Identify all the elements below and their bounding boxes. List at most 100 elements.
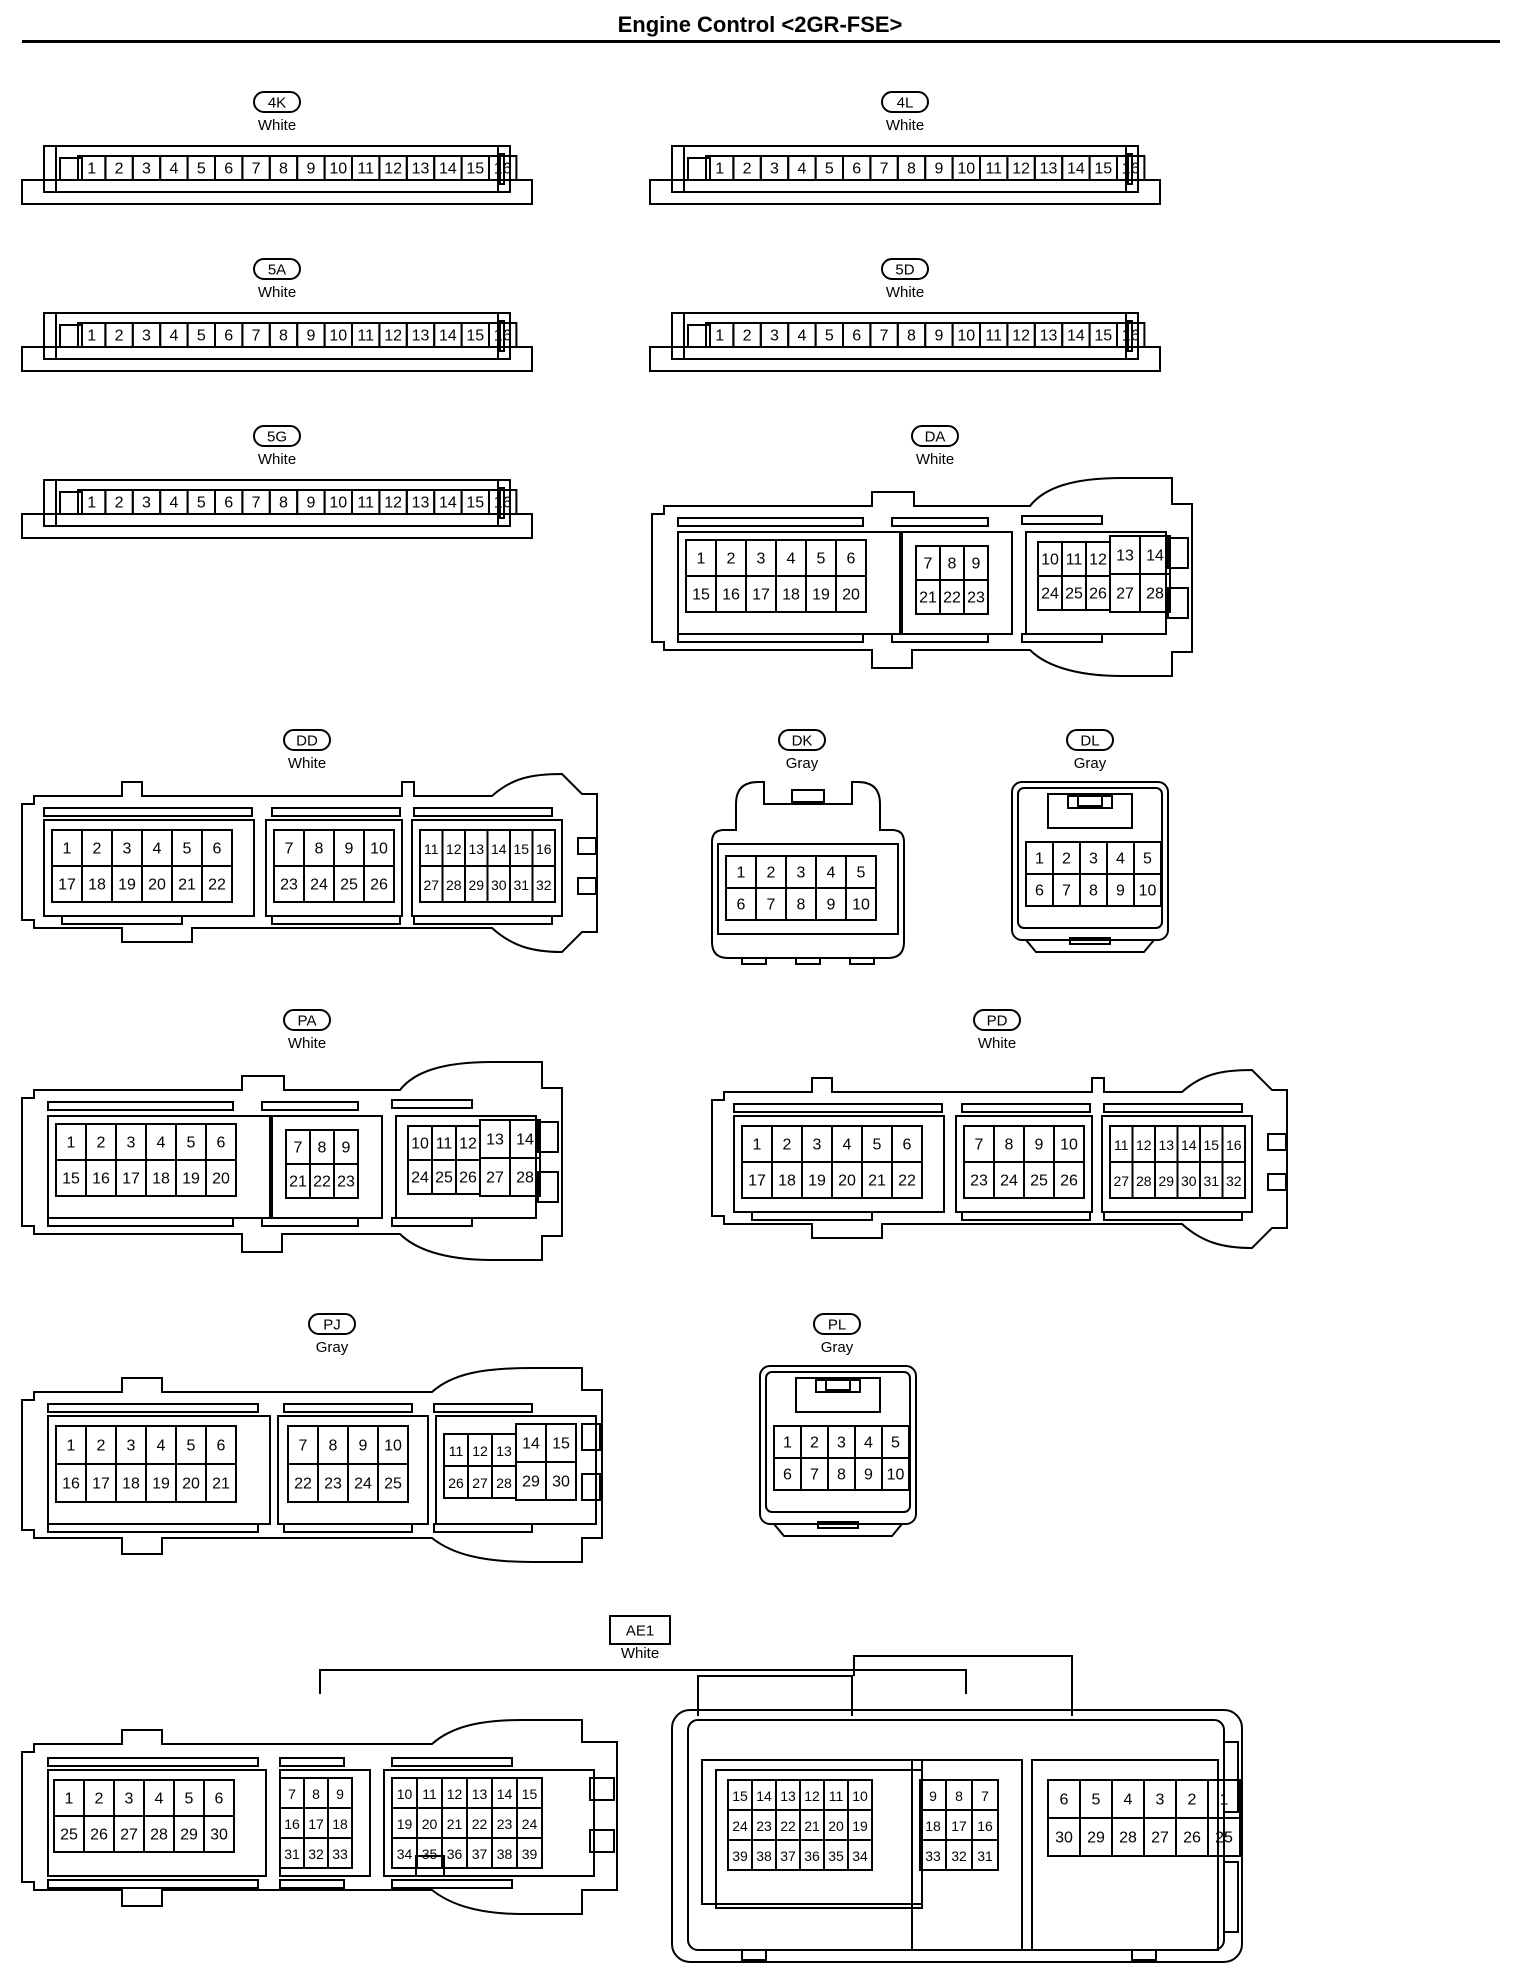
- pin-number: 18: [122, 1476, 140, 1493]
- pin-number: 27: [486, 1170, 504, 1187]
- housing-part: [791, 789, 825, 803]
- pin-number: 5: [197, 495, 206, 512]
- pin-number: 12: [459, 1136, 477, 1153]
- housing-part: [1267, 1133, 1287, 1151]
- pin-number: 14: [1067, 161, 1085, 178]
- pin-number: 13: [496, 1443, 512, 1459]
- pin-number: 4: [153, 841, 162, 858]
- pin-cell: [377, 1463, 409, 1503]
- title-rule: [22, 40, 1500, 43]
- pin-number: 9: [934, 328, 943, 345]
- pin-number: 1: [753, 1137, 762, 1154]
- pin-number: 32: [308, 1846, 324, 1862]
- pin-number: 30: [210, 1827, 228, 1844]
- pin-number: 10: [329, 495, 347, 512]
- housing-part: [47, 1217, 234, 1227]
- pin-number: 23: [337, 1174, 355, 1191]
- pin-number: 9: [306, 495, 315, 512]
- pin-number: 5: [817, 551, 826, 568]
- pin-number: 3: [770, 328, 779, 345]
- pin-number: 35: [422, 1846, 438, 1862]
- housing-part: [955, 1115, 1093, 1213]
- connector-id-box: [609, 1615, 671, 1645]
- housing-outline: [697, 1675, 853, 1716]
- pin-number: 21: [919, 590, 937, 607]
- connector-color: Gray: [786, 755, 819, 772]
- pin-number: 15: [732, 1788, 748, 1804]
- pin-cell: [201, 865, 233, 903]
- pin-number: 12: [384, 495, 402, 512]
- pin-number: 23: [967, 590, 985, 607]
- housing-part: [391, 1099, 473, 1109]
- pin-number: 13: [472, 1786, 488, 1802]
- pin-number: 10: [957, 161, 975, 178]
- housing-part: [1101, 1115, 1253, 1213]
- housing-part: [1223, 1861, 1239, 1933]
- pin-number: 9: [342, 1140, 351, 1157]
- pin-number: 16: [284, 1816, 300, 1832]
- pin-number: 14: [522, 1436, 540, 1453]
- pin-number: 10: [852, 897, 870, 914]
- pin-number: 25: [1030, 1173, 1048, 1190]
- connector-id: 5A: [268, 262, 286, 279]
- connector-id: 4K: [268, 95, 286, 112]
- pin-number: 17: [951, 1818, 967, 1834]
- pin-number: 3: [123, 841, 132, 858]
- pin-number: 11: [985, 328, 1002, 345]
- pin-number: 2: [743, 328, 752, 345]
- housing-outline: [21, 1367, 603, 1563]
- pin-number: 17: [748, 1173, 766, 1190]
- pin-number: 12: [804, 1788, 820, 1804]
- pin-number: 10: [411, 1136, 429, 1153]
- housing-outline: [651, 477, 1193, 677]
- pin-number: 24: [354, 1476, 372, 1493]
- pin-number: 20: [182, 1476, 200, 1493]
- pin-cell: [835, 575, 867, 613]
- pin-number: 12: [1012, 328, 1030, 345]
- housing-part: [795, 957, 821, 965]
- pin-cell: [363, 865, 395, 903]
- pin-cell: [845, 887, 877, 921]
- pin-number: 15: [466, 161, 484, 178]
- housing-part: [265, 819, 403, 917]
- pin-number: 12: [384, 328, 402, 345]
- pin-number: 4: [157, 1438, 166, 1455]
- pin-number: 5: [1092, 1792, 1101, 1809]
- pin-number: 16: [536, 841, 552, 857]
- pin-number: 20: [212, 1171, 230, 1188]
- pin-number: 11: [1114, 1137, 1129, 1153]
- pin-number: 25: [60, 1827, 78, 1844]
- pin-number: 1: [737, 865, 746, 882]
- housing-part: [537, 1121, 559, 1153]
- connector-id-badge: [253, 258, 301, 280]
- pin-cell: [881, 1457, 910, 1491]
- housing-part: [589, 1777, 615, 1801]
- pin-number: 19: [808, 1173, 826, 1190]
- pin-number: 11: [357, 328, 374, 345]
- pin-number: 7: [285, 841, 294, 858]
- pin-cell: [545, 1461, 577, 1501]
- housing-part: [961, 1211, 1091, 1221]
- pin-number: 30: [491, 877, 507, 893]
- pin-number: 15: [522, 1786, 538, 1802]
- housing-part: [1223, 1741, 1239, 1813]
- pin-number: 8: [279, 495, 288, 512]
- pin-number: 26: [1183, 1830, 1201, 1847]
- pin-cell: [1207, 1817, 1241, 1857]
- connector-id-badge: [1066, 729, 1114, 751]
- pin-number: 25: [1065, 586, 1083, 603]
- pin-number: 7: [294, 1140, 303, 1157]
- pin-number: 34: [397, 1846, 413, 1862]
- pin-cell: [205, 1159, 237, 1197]
- pin-number: 9: [306, 161, 315, 178]
- housing-part: [751, 1211, 873, 1221]
- housing-outline: [711, 1068, 1288, 1250]
